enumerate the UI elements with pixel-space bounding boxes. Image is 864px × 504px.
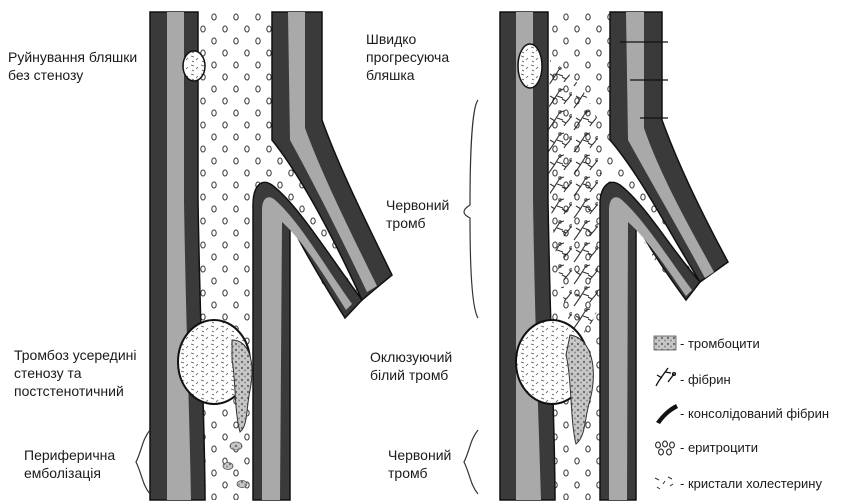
platelet-icon [654,336,676,350]
label-embolization: Периферична емболізація [24,446,115,482]
legend-item-cholesterol: - кристали холестерину [680,476,822,492]
legend-icons [654,336,678,489]
right-plaque-small [518,44,542,88]
left-embolization-bracket [136,430,150,494]
erythrocyte-icon [656,441,675,455]
left-vessel [136,12,392,500]
legend-item-fibrin: - фібрин [680,372,731,388]
label-red-thrombus-bottom: Червоний тромб [388,446,451,482]
cholesterol-crystal-icon [655,477,673,489]
label-plaque-rupture: Руйнування бляшки без стенозу [8,48,137,84]
label-red-thrombus-top: Червоний тромб [386,196,449,232]
fibrin-icon [656,368,675,386]
legend-item-consolidated-fibrin: - консолідований фібрин [680,406,829,422]
right-bracket-bottom [464,430,478,494]
consolidated-fibrin-icon [656,404,678,424]
legend-item-platelets: - тромбоцити [680,336,760,352]
label-thrombosis: Тромбоз усередині стенозу та постстеноти… [14,346,137,400]
label-rapid-plaque: Швидко прогресуюча бляшка [366,30,449,84]
left-plaque-small [183,51,205,81]
right-vessel [464,12,728,500]
right-bracket-top [464,100,478,318]
label-white-thrombus: Оклюзуючий білий тромб [370,348,452,384]
legend-item-erythrocytes: - еритроцити [680,440,758,456]
